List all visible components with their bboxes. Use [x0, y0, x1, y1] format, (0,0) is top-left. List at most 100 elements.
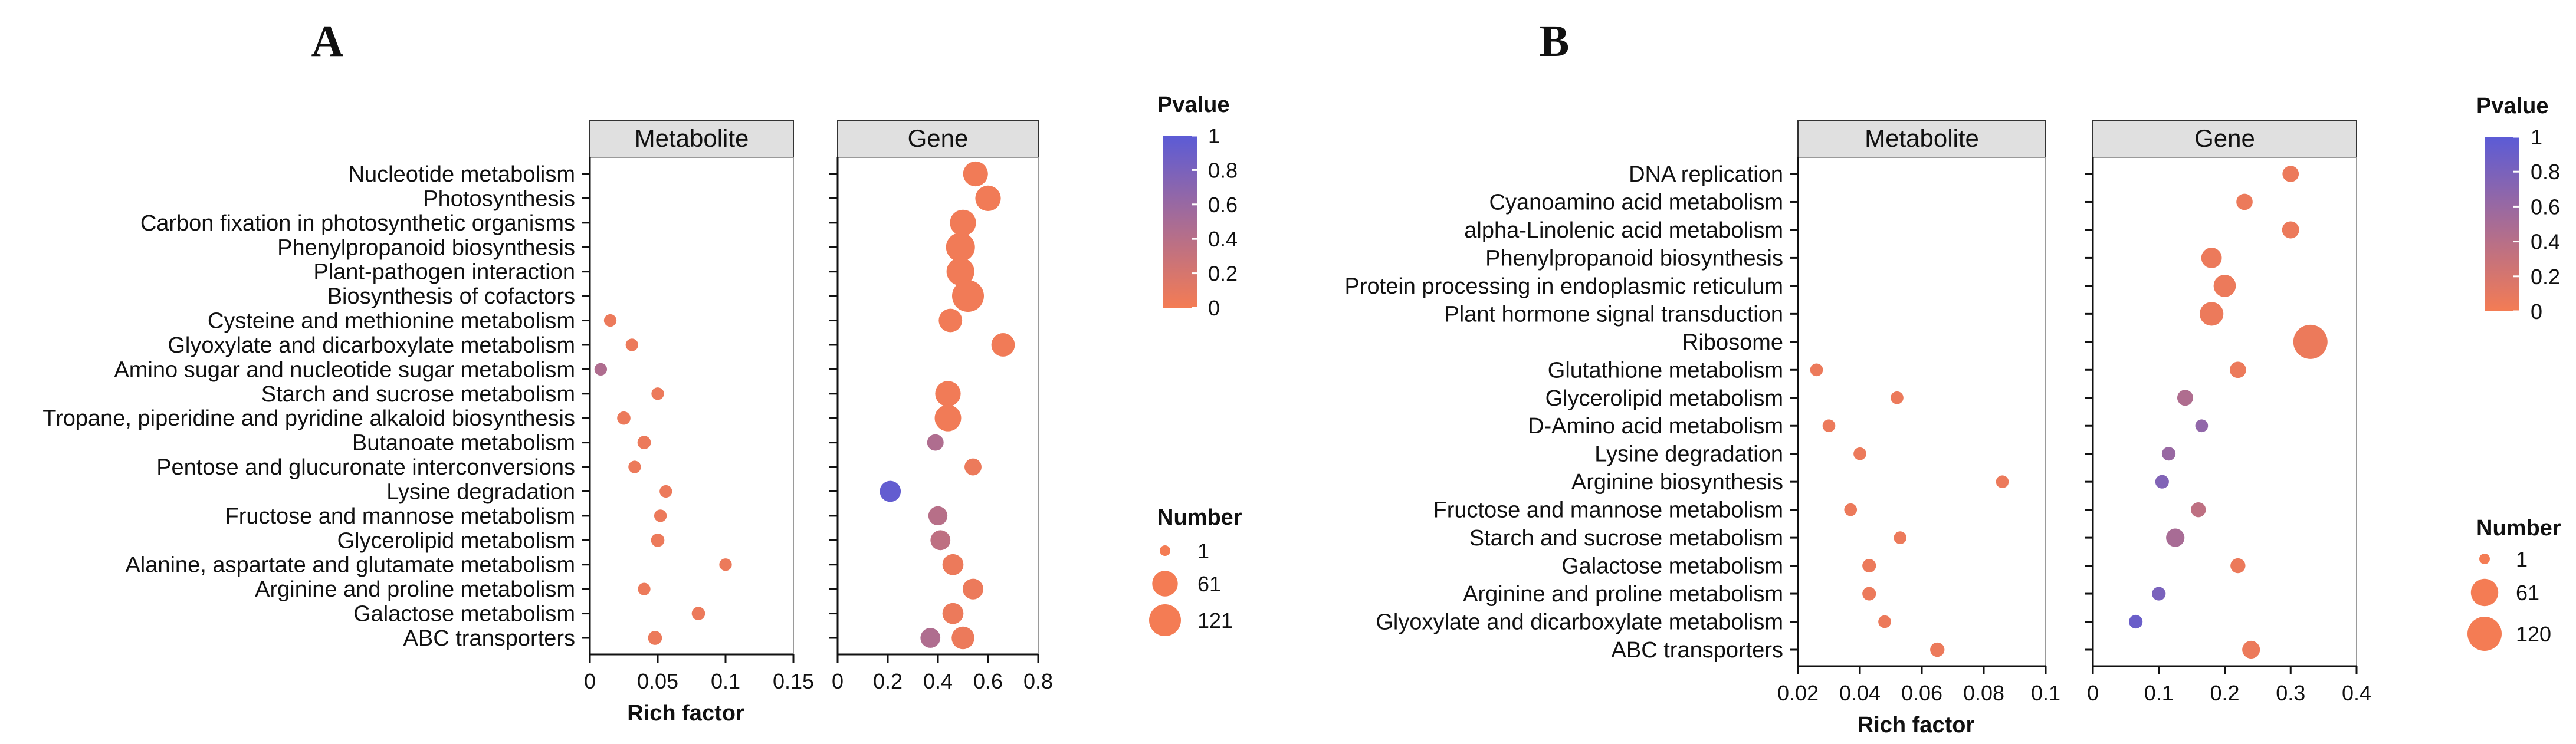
x-tick-label: 0.8: [1023, 669, 1053, 693]
category-label: Arginine and proline metabolism: [255, 577, 575, 602]
metabolite-point: [651, 533, 665, 547]
metabolite-point: [1996, 475, 2009, 489]
x-tick-label: 0.6: [973, 669, 1003, 693]
gene-point: [946, 232, 975, 262]
gene-point: [2282, 221, 2299, 239]
category-label: Glyoxylate and dicarboxylate metabolism: [168, 333, 575, 358]
x-tick-label: 0.3: [2276, 681, 2305, 705]
panel-letter: B: [1540, 17, 1570, 66]
category-label: Photosynthesis: [423, 186, 575, 211]
category-label: Ribosome: [1682, 330, 1783, 355]
pvalue-legend-label: 0.8: [1208, 158, 1238, 182]
metabolite-point: [1862, 558, 1876, 573]
number-legend-dot: [2479, 554, 2490, 564]
metabolite-point: [617, 411, 631, 425]
pvalue-legend-label: 0.6: [1208, 193, 1238, 217]
gene-point: [942, 554, 964, 575]
number-legend-dot: [2470, 578, 2499, 607]
metabolite-point: [1853, 447, 1866, 460]
metabolite-point: [1810, 363, 1823, 377]
pvalue-legend-label: 0: [1208, 296, 1220, 320]
x-tick-label: 0: [584, 669, 596, 693]
metabolite-point: [628, 460, 641, 473]
number-legend-label: 61: [2516, 581, 2539, 605]
gene-panel-frame: [2092, 157, 2357, 667]
category-label: Nucleotide metabolism: [349, 162, 575, 187]
gene-panel-strip: [837, 120, 1039, 158]
gene-point: [991, 333, 1015, 357]
category-label: ABC transporters: [403, 626, 575, 651]
pvalue-legend-label: 0: [2531, 299, 2542, 324]
x-tick-label: 0.08: [1963, 681, 2004, 705]
category-label: Biosynthesis of cofactors: [327, 284, 575, 309]
gene-point: [2229, 361, 2246, 378]
number-legend-label: 61: [1197, 572, 1221, 596]
pvalue-legend-label: 0.8: [2531, 160, 2560, 184]
category-label: Phenylpropanoid biosynthesis: [277, 235, 575, 260]
number-legend-label: 1: [1197, 539, 1209, 563]
metabolite-panel-strip-label: Metabolite: [635, 124, 749, 152]
gene-point: [920, 628, 941, 648]
x-tick-label: 0.15: [773, 669, 814, 693]
category-label: Cysteine and methionine metabolism: [208, 309, 575, 334]
gene-point: [2191, 502, 2206, 518]
gene-point: [975, 185, 1001, 212]
gene-point: [2161, 447, 2176, 461]
metabolite-point: [625, 338, 638, 351]
metabolite-point: [651, 387, 664, 400]
number-legend-label: 121: [1197, 608, 1233, 633]
metabolite-point: [594, 363, 608, 376]
category-label: Alanine, aspartate and glutamate metabol…: [125, 553, 575, 578]
pvalue-legend-label: 0.2: [2531, 265, 2560, 289]
gene-point: [2242, 640, 2260, 659]
x-tick-label: 0.04: [1839, 681, 1881, 705]
number-legend-dot: [1152, 571, 1178, 597]
category-label: Galactose metabolism: [1561, 554, 1783, 579]
metabolite-point: [638, 582, 651, 595]
metabolite-point: [648, 631, 662, 645]
gene-point: [2282, 166, 2299, 182]
x-tick-label: 0.4: [2342, 681, 2371, 705]
metabolite-point: [719, 558, 732, 571]
x-tick-label: 0.2: [873, 669, 903, 693]
category-label: Glycerolipid metabolism: [1545, 386, 1783, 411]
metabolite-panel-frame: [1797, 157, 2046, 667]
number-legend-dot: [1160, 545, 1170, 556]
gene-panel-strip-label: Gene: [2194, 124, 2255, 152]
x-tick-label: 0.4: [923, 669, 953, 693]
metabolite-panel-frame: [589, 157, 794, 655]
gene-point: [928, 506, 948, 526]
x-axis-title: Rich factor: [627, 701, 744, 726]
category-label: Fructose and mannose metabolism: [225, 504, 575, 529]
category-label: alpha-Linolenic acid metabolism: [1464, 218, 1783, 243]
gene-point: [962, 578, 984, 600]
number-legend-label: 1: [2516, 547, 2528, 571]
category-label: Lysine degradation: [1594, 442, 1783, 467]
pvalue-legend-label: 0.2: [1208, 262, 1238, 286]
category-label: Galactose metabolism: [353, 602, 575, 627]
category-label: Plant hormone signal transduction: [1444, 302, 1783, 327]
gene-panel-strip-label: Gene: [908, 124, 969, 152]
gene-point: [2129, 614, 2143, 629]
gene-point: [2230, 558, 2246, 574]
category-label: Glycerolipid metabolism: [337, 528, 575, 553]
metabolite-point: [1822, 419, 1836, 433]
gene-point: [927, 434, 944, 451]
gene-point: [2201, 248, 2222, 268]
pvalue-legend-title: Pvalue: [1157, 93, 1230, 117]
metabolite-point: [654, 509, 667, 522]
category-label: DNA replication: [1629, 162, 1783, 187]
category-label: Butanoate metabolism: [352, 431, 575, 456]
category-label: Lysine degradation: [386, 479, 575, 504]
number-legend-title: Number: [2476, 516, 2561, 541]
x-tick-label: 0.06: [1901, 681, 1942, 705]
pvalue-colorbar: [1163, 136, 1197, 308]
x-tick-label: 0.1: [2031, 681, 2060, 705]
metabolite-panel-strip: [589, 120, 794, 158]
gene-point: [951, 626, 974, 650]
category-label: Phenylpropanoid biosynthesis: [1485, 246, 1783, 271]
gene-point: [942, 603, 964, 624]
gene-point: [2236, 193, 2253, 210]
x-tick-label: 0.02: [1777, 681, 1819, 705]
